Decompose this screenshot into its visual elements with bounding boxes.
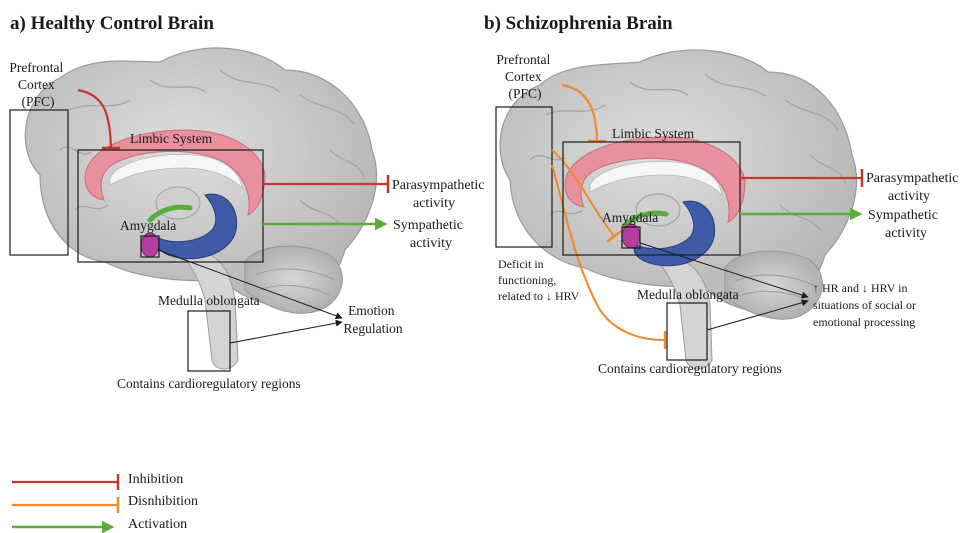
svg-text:Sympathetic activity: Sympathetic activity [868,208,942,241]
parasympathetic-label-a-1: Parasympathetic [392,178,485,193]
limbic-label-a: Limbic System [130,131,213,146]
legend-inhibition-label: Inhibition [128,472,183,487]
medulla-label-b: Medulla oblongata [637,287,739,302]
cardio-label-b: Contains cardioregulatory regions [598,361,782,376]
pfc-label-a-3: (PFC) [21,94,54,109]
svg-text:Parasympathetic activity: Parasympathetic activity [866,171,962,204]
pfc-label-b-2: Cortex [505,69,542,84]
sympathetic-label-a-2: activity [410,236,452,251]
cardio-label-a: Contains cardioregulatory regions [117,376,301,391]
parasympathetic-label-b-1: Parasympathetic [866,171,959,186]
legend-disinhibition: Disnhibition [12,494,198,513]
hr-label-3: emotional processing [813,315,915,329]
hr-label-2: situations of social or [813,298,916,312]
emotion-label-1: Emotion [348,303,395,318]
brain-illustration-b [500,50,857,369]
panel-a-title: a) Healthy Control Brain [10,13,214,34]
emotion-label-2: Regulation [343,321,402,336]
amygdala-label-b: Amygdala [602,210,658,225]
limbic-label-b: Limbic System [612,126,695,141]
svg-text:Sympathetic activity: Sympathetic activity [393,218,467,251]
legend-activation: Activation [12,517,187,532]
amygdala-label-a: Amygdala [120,218,176,233]
legend-inhibition: Inhibition [12,472,183,490]
deficit-label-2: functioning, [498,273,556,287]
medulla-label-a: Medulla oblongata [158,293,260,308]
panel-b: b) Schizophrenia Brain Prefrontal Cortex… [484,13,962,376]
parasympathetic-label-b-2: activity [888,189,930,204]
svg-text:↑ HR and ↓ HRV in situat: ↑ HR and ↓ HRV in situations of social o… [813,281,919,329]
pfc-label-a-2: Cortex [18,77,55,92]
sympathetic-label-a-1: Sympathetic [393,218,463,233]
deficit-label-1: Deficit in [498,257,544,271]
pfc-label-b-3: (PFC) [508,86,541,101]
deficit-label-3: related to ↓ HRV [498,289,580,303]
panel-b-title: b) Schizophrenia Brain [484,13,673,34]
pfc-label-a-1: Prefrontal [9,60,63,75]
medulla-to-emotion-arrow-a [230,322,342,343]
svg-text:Parasympathetic activity: Parasympathetic activity [392,178,488,211]
pfc-label-b-1: Prefrontal [496,52,550,67]
legend: Inhibition Disnhibition Activation [12,472,198,532]
sympathetic-label-b-2: activity [885,226,927,241]
svg-text:Emotion Regulation: Emotion Regulation [343,303,402,336]
parasympathetic-label-a-2: activity [413,196,455,211]
legend-disinhibition-label: Disnhibition [128,494,198,509]
legend-activation-label: Activation [128,517,187,532]
sympathetic-label-b-1: Sympathetic [868,208,938,223]
panel-a: a) Healthy Control Brain Pref [9,13,488,391]
hr-label-1: ↑ HR and ↓ HRV in [813,281,908,295]
